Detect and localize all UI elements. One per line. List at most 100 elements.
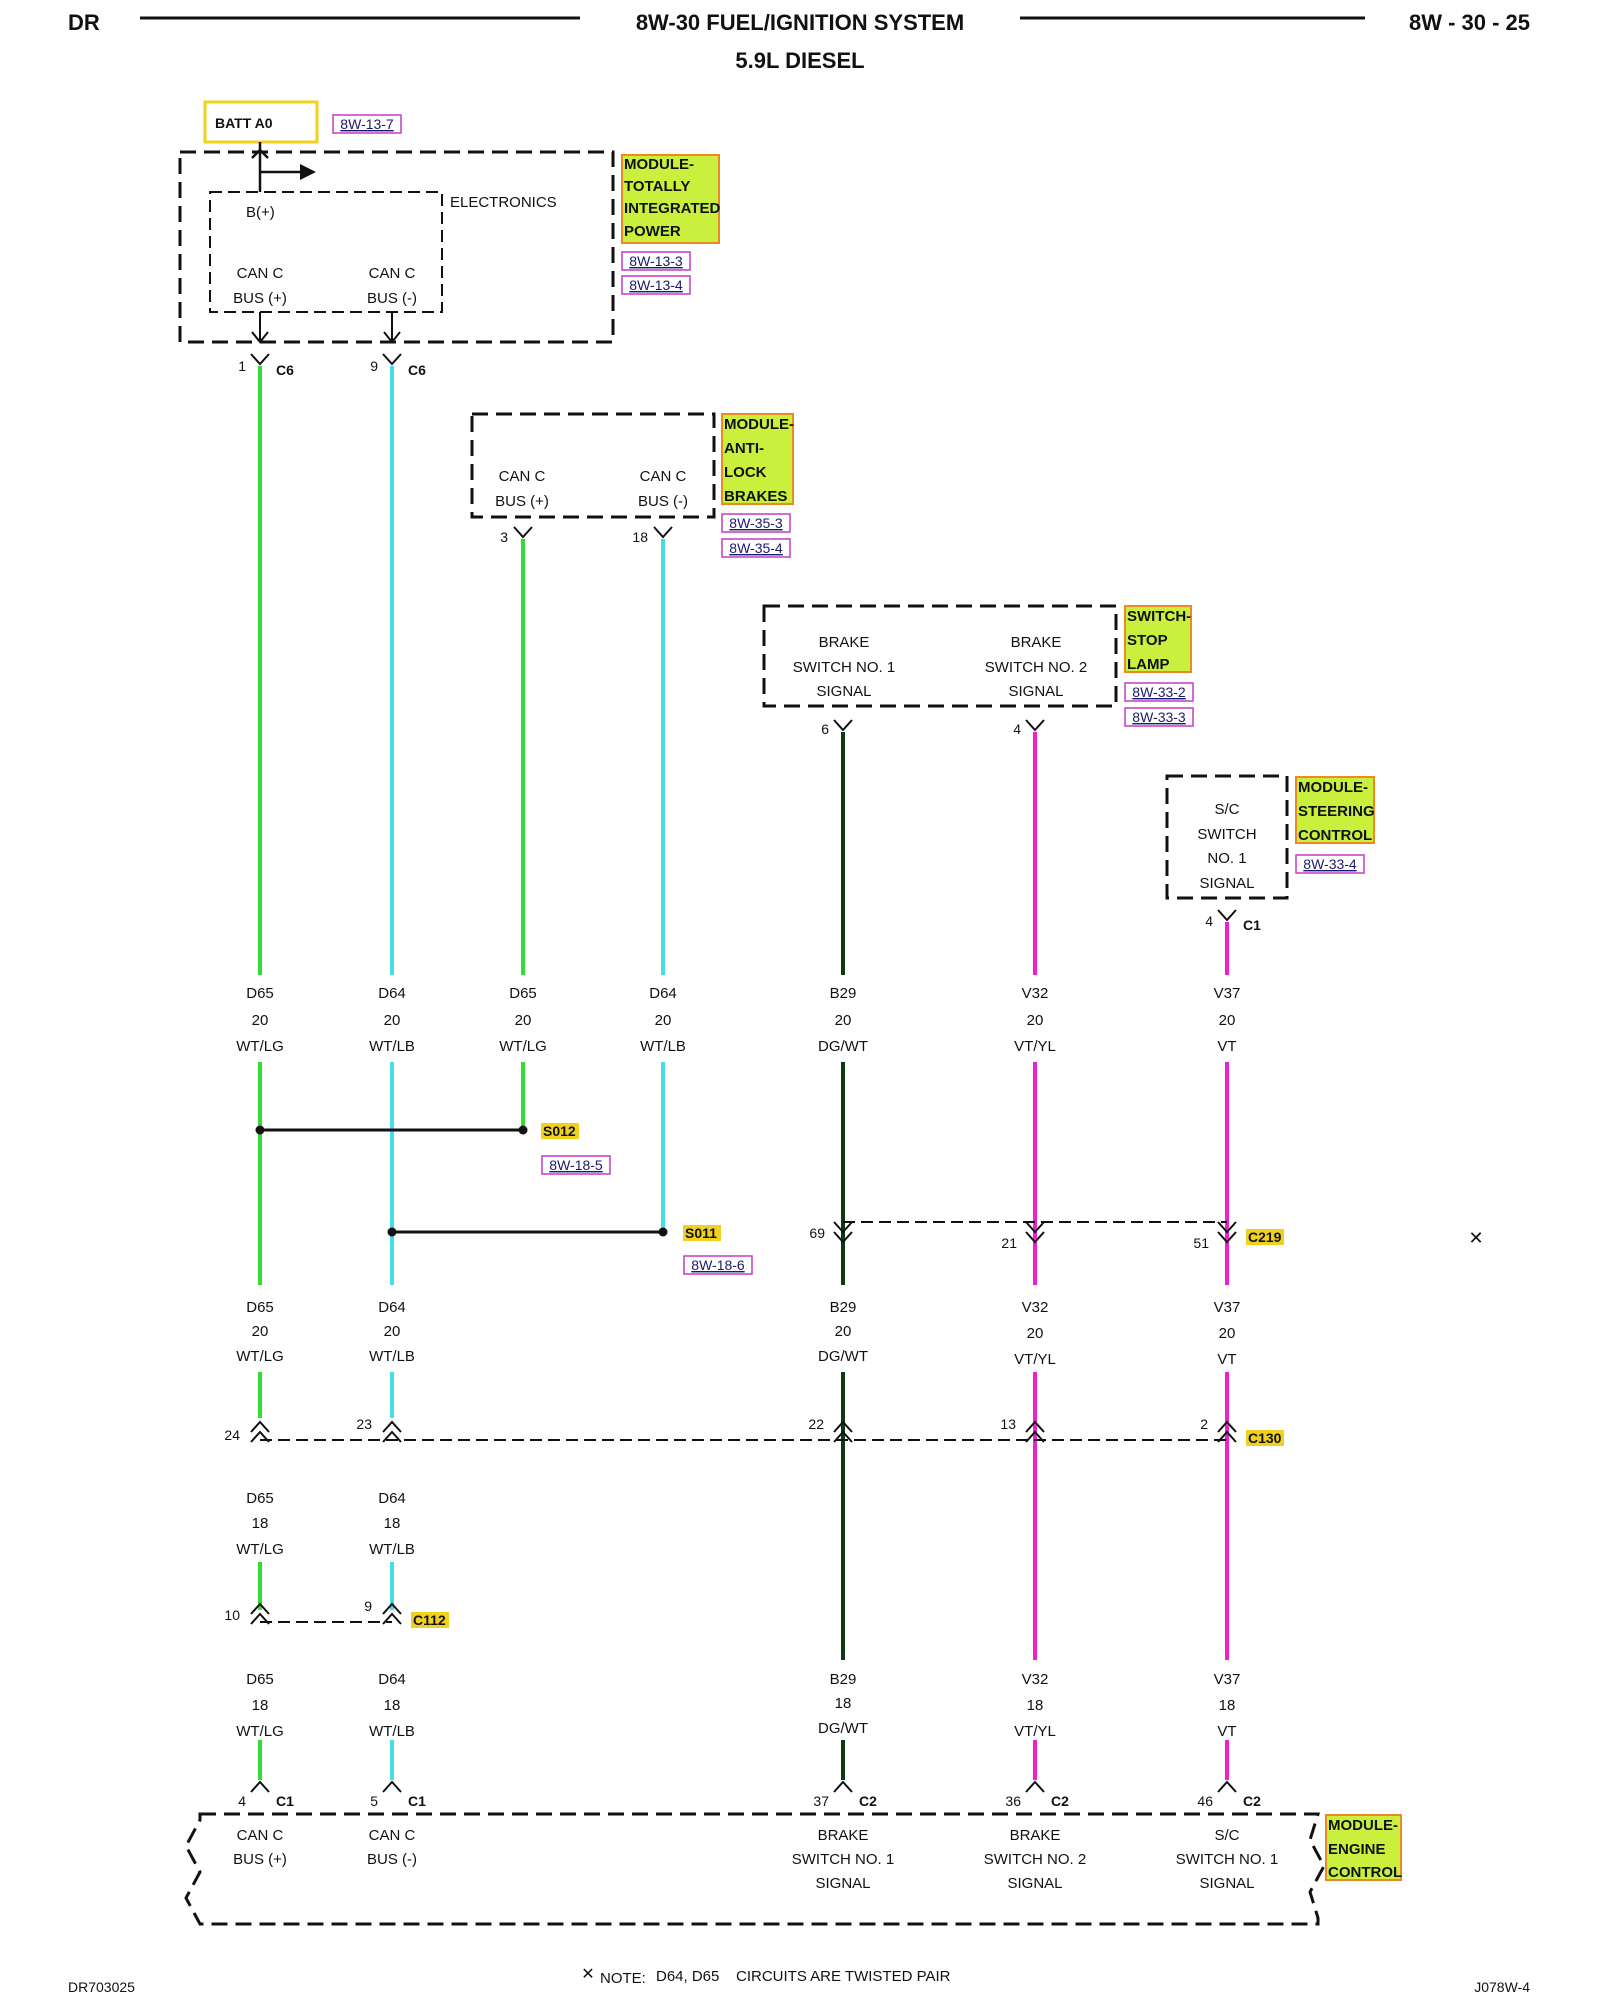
c219-pin-0: 69: [809, 1225, 825, 1241]
batt-a0-label: BATT A0: [215, 115, 273, 131]
s012-name-box: [541, 1123, 579, 1139]
tipm-pin1-line2: BUS (+): [233, 290, 287, 307]
wl-top-2-color: WT/LG: [499, 1038, 547, 1055]
tipm-name-3: INTEGRATED: [624, 200, 721, 217]
c219-pin21-term: [1025, 1221, 1045, 1244]
tipm-c6-pin9-term: [382, 353, 402, 366]
wl-bot-4-color: VT: [1217, 1723, 1236, 1740]
wl-top-5-gauge: 20: [1027, 1012, 1044, 1029]
ecm-pin3-line1: BRAKE: [1010, 1827, 1061, 1844]
ecm-pin0-line2: BUS (+): [233, 1851, 287, 1868]
stoplamp-pin2-line1: BRAKE: [1011, 634, 1062, 651]
wl-mid-2-color: DG/WT: [818, 1348, 868, 1365]
s011-name-box: [683, 1225, 721, 1241]
s012-ref[interactable]: 8W-18-5: [549, 1157, 603, 1173]
twisted-pair-mark-icon: ✕: [1468, 1228, 1483, 1248]
wl-low-0-gauge: 18: [252, 1515, 269, 1532]
stoplamp-ref1-box: [1124, 682, 1194, 702]
wl-top-2-circuit: D65: [509, 985, 537, 1002]
c219-name-box: [1246, 1229, 1284, 1245]
abs-pin1-line1: CAN C: [499, 468, 546, 485]
wl-top-4-gauge: 20: [835, 1012, 852, 1029]
wire-labels-low: D65 18 WT/LG D64 18 WT/LB: [236, 1490, 415, 1558]
ecm-pin4-term: [1217, 1780, 1237, 1793]
stoplamp-name-1: SWITCH-: [1127, 608, 1191, 625]
abs-ref2-box: [721, 538, 791, 558]
tipm-c6-pin9-num: 9: [370, 358, 378, 374]
ecm-name-1: MODULE-: [1328, 1817, 1398, 1834]
stoplamp-ref-2[interactable]: 8W-33-3: [1132, 709, 1186, 725]
wl-bot-2-gauge: 18: [835, 1695, 852, 1712]
wl-bot-2-circuit: B29: [830, 1671, 857, 1688]
tipm-bplus-label: B(+): [246, 204, 275, 221]
batt-a0-ref[interactable]: 8W-13-7: [340, 116, 394, 132]
wl-top-6-gauge: 20: [1219, 1012, 1236, 1029]
wl-bot-4-gauge: 18: [1219, 1697, 1236, 1714]
s011-name: S011: [685, 1225, 717, 1241]
ecm-pin2-line3: SIGNAL: [815, 1875, 870, 1892]
connector-c130: 24 23 22 13 2 C130: [224, 1416, 1284, 1446]
wl-top-1-gauge: 20: [384, 1012, 401, 1029]
ecm-pin2-conn: C2: [859, 1793, 877, 1809]
c112-pin10-term: [250, 1602, 270, 1625]
stoplamp-ref-1[interactable]: 8W-33-2: [1132, 684, 1186, 700]
tipm-ref-2[interactable]: 8W-13-4: [629, 277, 683, 293]
abs-name-4: BRAKES: [724, 488, 787, 505]
wl-mid-1-color: WT/LB: [369, 1348, 415, 1365]
steering-name-box: [1295, 776, 1375, 844]
stoplamp-name-3: LAMP: [1127, 656, 1170, 673]
abs-ref-1[interactable]: 8W-35-3: [729, 515, 783, 531]
wl-top-4-color: DG/WT: [818, 1038, 868, 1055]
abs-pin18-num: 18: [632, 529, 648, 545]
wl-low-0-color: WT/LG: [236, 1541, 284, 1558]
tipm-c6-pin1-conn: C6: [276, 362, 294, 378]
wl-bot-1-gauge: 18: [384, 1697, 401, 1714]
connector-c112: 10 9 C112: [224, 1598, 449, 1628]
s011-ref[interactable]: 8W-18-6: [691, 1257, 745, 1273]
wl-bot-0-circuit: D65: [246, 1671, 274, 1688]
steering-ref[interactable]: 8W-33-4: [1303, 856, 1357, 872]
ecm-name-box: [1325, 1814, 1402, 1881]
c130-pin-4: 2: [1200, 1416, 1208, 1432]
s011-node-left: [387, 1227, 397, 1237]
wl-top-1-circuit: D64: [378, 985, 406, 1002]
ecm-name-2: ENGINE: [1328, 1841, 1386, 1858]
tipm-name-4: POWER: [624, 223, 681, 240]
ecm-pin2-line2: SWITCH NO. 1: [792, 1851, 895, 1868]
tipm-c6-pin9-conn: C6: [408, 362, 426, 378]
c219-pin69-term: [833, 1221, 853, 1244]
tipm-connector-c6: 1 C6 9 C6: [238, 353, 426, 378]
header-right: 8W - 30 - 25: [1409, 10, 1530, 35]
ecm-pin4-line2: SWITCH NO. 1: [1176, 1851, 1279, 1868]
abs-pin1-line2: BUS (+): [495, 493, 549, 510]
steering-line4: SIGNAL: [1199, 875, 1254, 892]
ecm-pin0-num: 4: [238, 1793, 246, 1809]
ecm-pin1-line2: BUS (-): [367, 1851, 417, 1868]
stoplamp-name-box: [1124, 605, 1192, 673]
stoplamp-pin6-num: 6: [821, 721, 829, 737]
abs-ref-2[interactable]: 8W-35-4: [729, 540, 783, 556]
ecm-pin3-line2: SWITCH NO. 2: [984, 1851, 1087, 1868]
tipm-c6-pin1-term: [250, 353, 270, 366]
steering-line3: NO. 1: [1207, 850, 1246, 867]
wl-top-1-color: WT/LB: [369, 1038, 415, 1055]
wl-top-3-circuit: D64: [649, 985, 677, 1002]
tipm-ref-1[interactable]: 8W-13-3: [629, 253, 683, 269]
tipm-electronics-label: ELECTRONICS: [450, 194, 557, 211]
batt-a0: BATT A0 8W-13-7: [203, 100, 402, 144]
wl-mid-0-color: WT/LG: [236, 1348, 284, 1365]
stoplamp-name-2: STOP: [1127, 632, 1168, 649]
stoplamp-pin1-line3: SIGNAL: [816, 683, 871, 700]
c130-pin22-term: [833, 1420, 853, 1443]
ecm-pin3-term: [1025, 1780, 1045, 1793]
ecm-pin1-line1: CAN C: [369, 1827, 416, 1844]
stoplamp-pin2-line3: SIGNAL: [1008, 683, 1063, 700]
c130-pin-2: 22: [808, 1416, 824, 1432]
footer-right: J078W-4: [1474, 1979, 1530, 1995]
wire-labels-top: D65 20 WT/LG D64 20 WT/LB D65 20 WT/LG D…: [236, 985, 1240, 1055]
c112-name: C112: [413, 1612, 446, 1628]
connector-c219: 69 21 51 C219 ✕: [809, 1221, 1484, 1251]
ecm-pin2-num: 37: [813, 1793, 829, 1809]
wl-top-6-color: VT: [1217, 1038, 1236, 1055]
